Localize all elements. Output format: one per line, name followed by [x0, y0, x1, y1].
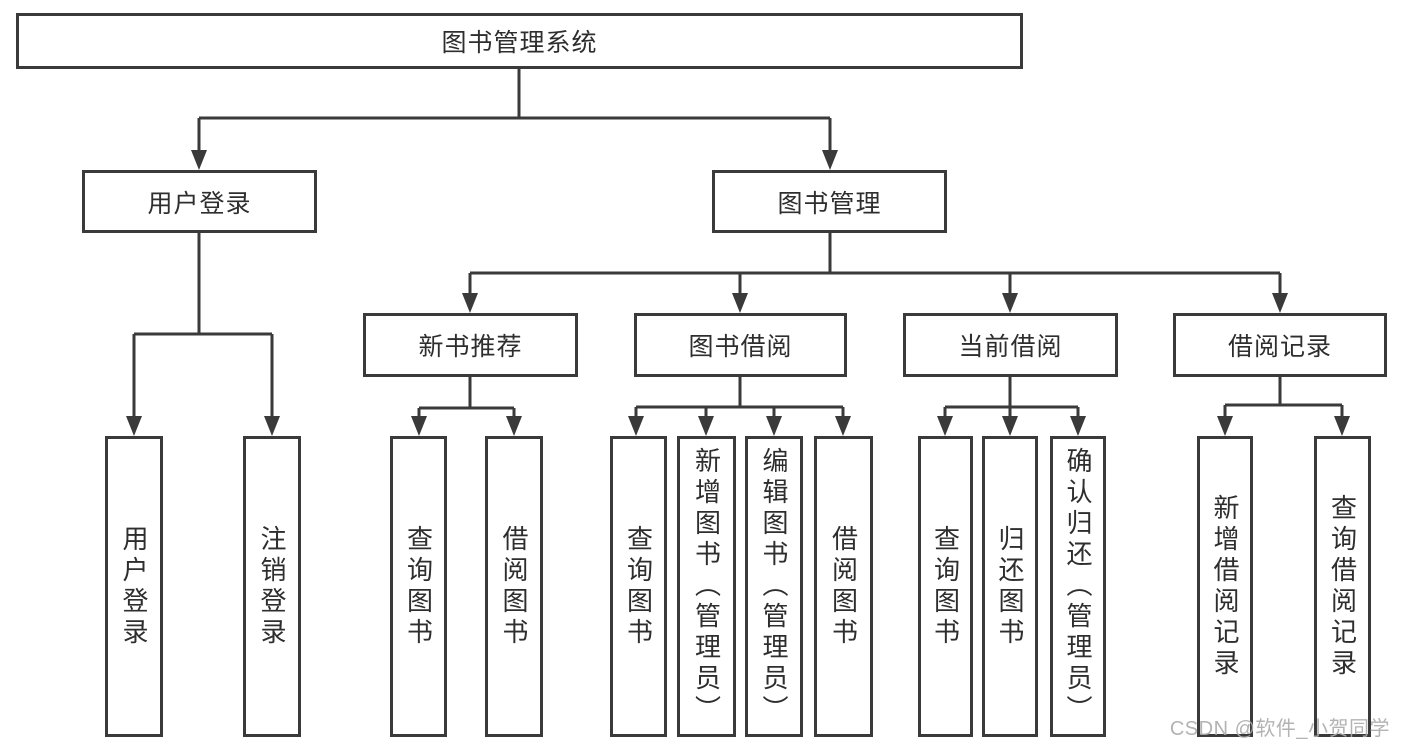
leaf-add-borrow-record-label: 新增借阅记录 — [1210, 493, 1240, 680]
leaf-add-books-admin-label: 新增图书（管理员） — [691, 447, 722, 726]
leaf-query-books-borrowing: 查询图书 — [610, 436, 667, 737]
leaf-borrow-books-label: 借阅图书 — [828, 524, 859, 649]
leaf-query-books-recommend-label: 查询图书 — [403, 524, 434, 649]
leaf-add-borrow-record: 新增借阅记录 — [1197, 436, 1253, 737]
leaf-query-books-current: 查询图书 — [918, 436, 973, 737]
leaf-query-books-current-label: 查询图书 — [930, 524, 961, 649]
leaf-logout-label: 注销登录 — [257, 524, 287, 649]
leaf-edit-books-admin-label: 编辑图书（管理员） — [759, 447, 789, 726]
leaf-confirm-return-admin-label: 确认归还（管理员） — [1063, 447, 1093, 726]
node-book-management: 图书管理 — [712, 170, 947, 233]
leaf-logout: 注销登录 — [243, 436, 301, 737]
leaf-user-login-label: 用户登录 — [119, 524, 149, 649]
leaf-confirm-return-admin: 确认归还（管理员） — [1050, 436, 1106, 737]
node-library-system: 图书管理系统 — [16, 13, 1023, 69]
leaf-borrow-books-recommend: 借阅图书 — [485, 436, 543, 737]
csdn-watermark: CSDN @软件_小贺同学 — [1169, 718, 1390, 740]
leaf-add-books-admin: 新增图书（管理员） — [677, 436, 736, 737]
node-current-borrowing: 当前借阅 — [903, 313, 1118, 377]
leaf-query-borrow-record: 查询借阅记录 — [1314, 436, 1371, 737]
leaf-return-books-label: 归还图书 — [995, 524, 1025, 649]
leaf-query-borrow-record-label: 查询借阅记录 — [1327, 493, 1358, 680]
node-book-borrowing: 图书借阅 — [634, 313, 847, 377]
leaf-user-login: 用户登录 — [105, 436, 163, 737]
leaf-borrow-books: 借阅图书 — [814, 436, 873, 737]
leaf-query-books-recommend: 查询图书 — [390, 436, 447, 737]
node-borrowing-records: 借阅记录 — [1173, 313, 1387, 377]
leaf-edit-books-admin: 编辑图书（管理员） — [745, 436, 803, 737]
node-new-book-recommend: 新书推荐 — [363, 313, 578, 377]
leaf-borrow-books-recommend-label: 借阅图书 — [499, 524, 529, 649]
leaf-query-books-borrowing-label: 查询图书 — [623, 524, 654, 649]
leaf-return-books: 归还图书 — [982, 436, 1038, 737]
node-user-login: 用户登录 — [82, 170, 317, 233]
